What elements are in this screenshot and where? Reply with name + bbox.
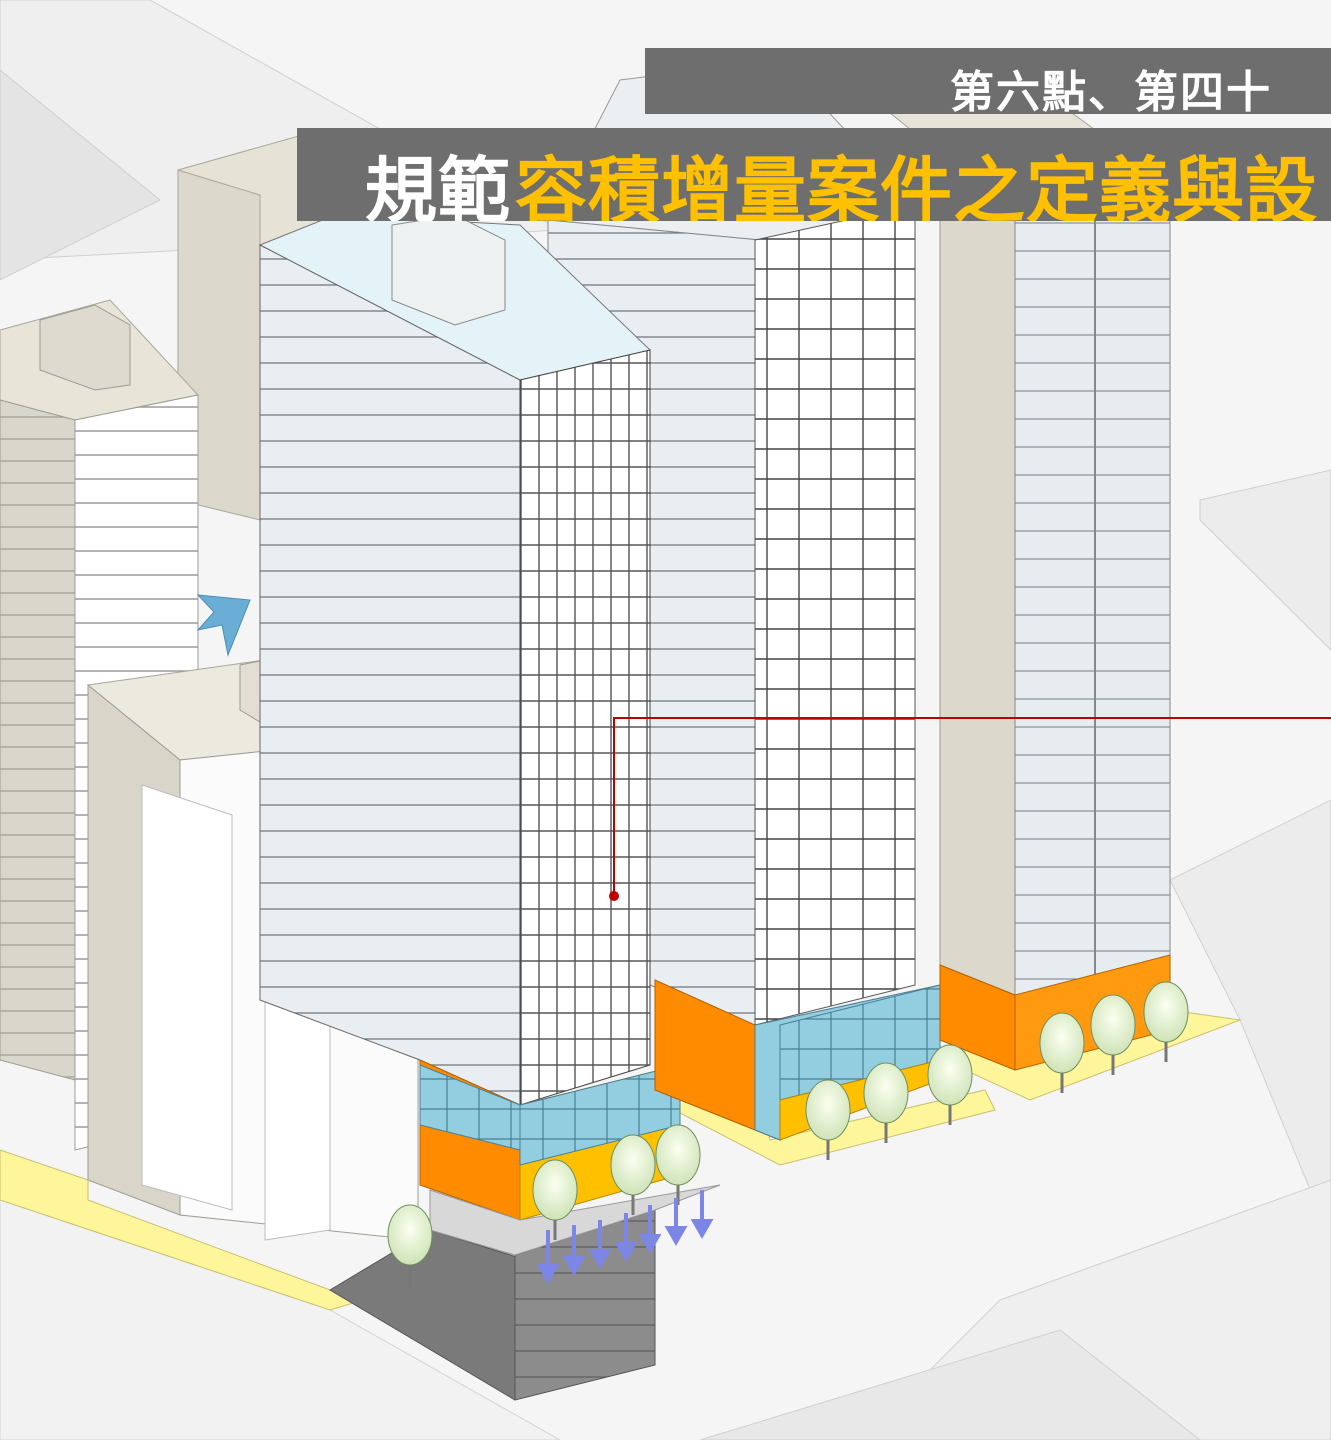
tree-icon [1039,1012,1085,1093]
subtitle-banner: 第六點、第四十 [645,48,1331,114]
tree-icon [927,1044,973,1125]
tree-icon [863,1062,909,1143]
subtitle-text: 第六點、第四十 [950,67,1272,114]
street-trees [387,981,1189,1288]
callout-line [609,717,1331,901]
tree-icon [387,1204,433,1288]
title-banner: 規範 容積增量案件之定義與設 [297,128,1331,221]
building-main-tower [258,214,652,1106]
tree-icon [1090,994,1136,1075]
title-text-highlight: 容積增量案件之定義與設 [515,149,1319,221]
callout-dot-icon [609,891,619,901]
tree-icon [532,1159,578,1240]
tree-icon [610,1134,656,1215]
tree-icon [655,1124,701,1205]
title-text-white: 規範 [365,149,512,221]
wind-arrow-icon [196,594,251,657]
tree-icon [1143,981,1189,1062]
tree-icon [805,1079,851,1160]
downwash-arrows-icon [536,1190,714,1285]
